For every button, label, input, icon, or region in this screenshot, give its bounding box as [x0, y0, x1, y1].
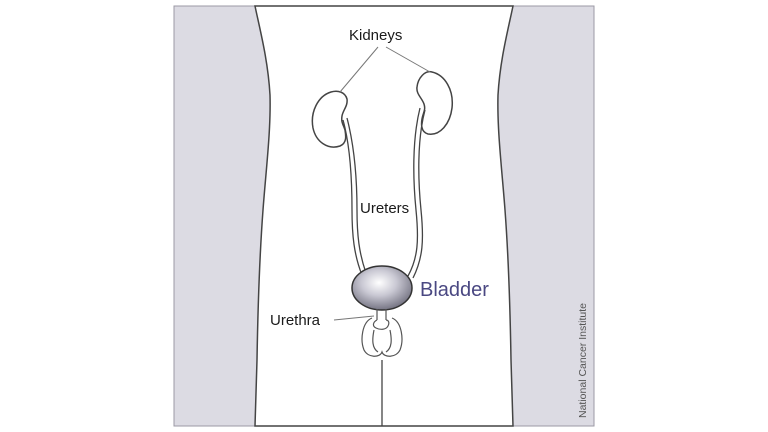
kidneys-leader-left — [339, 46, 379, 93]
kidneys-label: Kidneys — [349, 27, 402, 44]
ureters-tubes — [342, 107, 426, 279]
urethra-bulb — [372, 319, 390, 330]
genitalia-outline — [361, 317, 403, 357]
ureters-label: Ureters — [360, 200, 409, 217]
right-ureter-inner — [412, 109, 426, 279]
kidneys-leader-right — [385, 46, 431, 73]
urethra-structure — [361, 309, 403, 357]
urethra-label: Urethra — [270, 312, 321, 329]
left-ureter-inner — [346, 117, 367, 274]
bladder-icon — [351, 265, 413, 311]
leader-lines — [333, 46, 431, 321]
urethra-leader — [333, 315, 375, 321]
right-kidney-icon — [416, 70, 453, 135]
right-ureter-outer — [407, 107, 421, 277]
genitalia-inner — [372, 329, 392, 353]
credit-text: National Cancer Institute — [577, 303, 589, 418]
bladder-label: Bladder — [420, 279, 489, 301]
left-ureter-outer — [342, 119, 363, 276]
